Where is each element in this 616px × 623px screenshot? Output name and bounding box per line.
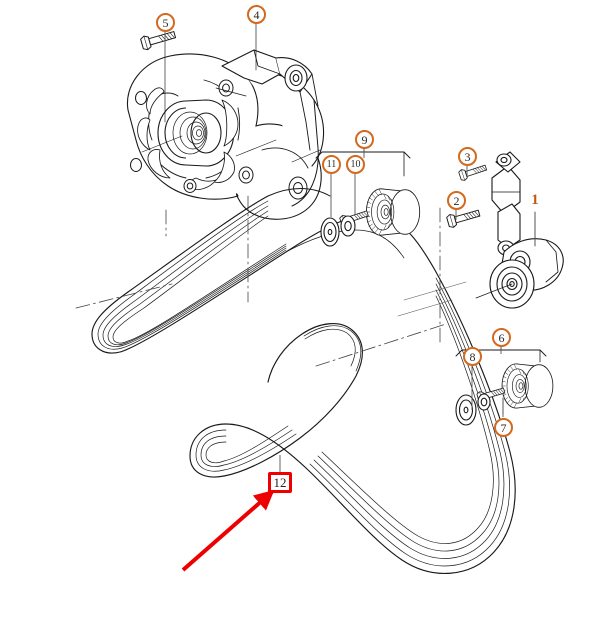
callout-3[interactable]: 3 [458, 147, 477, 166]
callout-2[interactable]: 2 [447, 191, 466, 210]
v-ribbed-belt [75, 188, 516, 575]
callout-11[interactable]: 11 [322, 155, 341, 174]
callout-12-highlighted[interactable]: 12 [268, 472, 292, 493]
callout-7[interactable]: 7 [494, 418, 513, 437]
red-pointer-arrow [181, 489, 275, 572]
tensioner-pulley-group [455, 346, 554, 426]
belt-tensioner-assembly [445, 151, 564, 309]
callout-8[interactable]: 8 [463, 347, 482, 366]
callout-5[interactable]: 5 [156, 13, 175, 32]
idler-pulley-group [315, 148, 421, 247]
callout-9[interactable]: 9 [355, 130, 374, 149]
callout-10[interactable]: 10 [346, 155, 365, 174]
callout-leader-lines [164, 24, 536, 472]
alternator-assembly [126, 27, 325, 220]
callout-1[interactable]: 1 [531, 191, 539, 208]
callout-4[interactable]: 4 [247, 5, 266, 24]
callout-6[interactable]: 6 [492, 328, 511, 347]
